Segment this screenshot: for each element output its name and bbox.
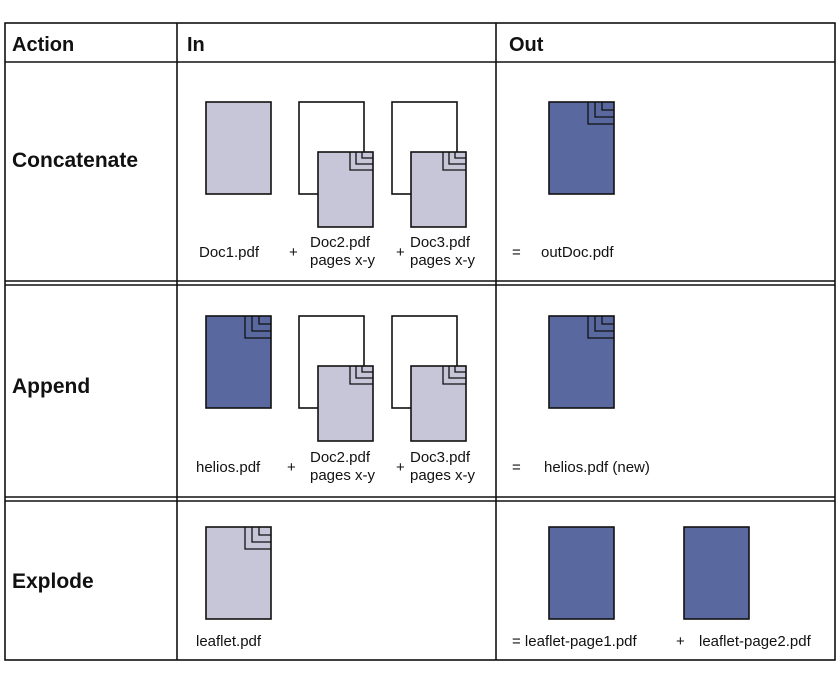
label-doc2: Doc2.pdf xyxy=(310,234,371,251)
label-doc2-pages: pages x-y xyxy=(310,467,376,484)
multipage-document-icon xyxy=(298,101,374,228)
explode-out-docs xyxy=(548,526,750,620)
append-out-doc xyxy=(548,315,615,409)
multipage-document-icon xyxy=(298,315,374,442)
label-leaflet: leaflet.pdf xyxy=(196,633,262,650)
table-grid xyxy=(4,22,836,661)
multipage-document-icon xyxy=(391,315,467,442)
header-in: In xyxy=(187,34,205,56)
multipage-document-icon xyxy=(548,101,615,195)
header-action: Action xyxy=(12,34,74,56)
label-doc3: Doc3.pdf xyxy=(410,234,471,251)
label-helios: helios.pdf xyxy=(196,459,261,476)
label-doc1: Doc1.pdf xyxy=(199,244,260,261)
label-doc2-pages: pages x-y xyxy=(310,252,376,269)
document-icon xyxy=(683,526,750,620)
header-out: Out xyxy=(509,34,544,56)
label-plus: + xyxy=(396,459,405,476)
label-doc3-pages: pages x-y xyxy=(410,467,476,484)
label-doc3: Doc3.pdf xyxy=(410,449,471,466)
label-outdoc: outDoc.pdf xyxy=(541,244,614,261)
label-leaflet-page2: leaflet-page2.pdf xyxy=(699,633,812,650)
label-equals: = xyxy=(512,244,521,261)
append-in-docs xyxy=(205,315,467,442)
label-doc2: Doc2.pdf xyxy=(310,449,371,466)
action-concatenate: Concatenate xyxy=(12,149,138,172)
label-plus: + xyxy=(676,633,685,650)
multipage-document-icon xyxy=(205,315,272,409)
label-plus: + xyxy=(396,244,405,261)
document-icon xyxy=(205,101,272,195)
action-append: Append xyxy=(12,375,90,398)
multipage-document-icon xyxy=(205,526,272,620)
explode-in-doc xyxy=(205,526,272,620)
table-border xyxy=(4,22,836,661)
label-helios-new: helios.pdf (new) xyxy=(544,459,650,476)
label-plus: + xyxy=(289,244,298,261)
document-icon xyxy=(548,526,615,620)
action-explode: Explode xyxy=(12,570,94,593)
label-plus: + xyxy=(287,459,296,476)
label-equals: = xyxy=(512,459,521,476)
label-leaflet-page1: = leaflet-page1.pdf xyxy=(512,633,638,650)
label-doc3-pages: pages x-y xyxy=(410,252,476,269)
multipage-document-icon xyxy=(391,101,467,228)
concatenate-in-docs xyxy=(205,101,467,228)
concatenate-out-doc xyxy=(548,101,615,195)
multipage-document-icon xyxy=(548,315,615,409)
